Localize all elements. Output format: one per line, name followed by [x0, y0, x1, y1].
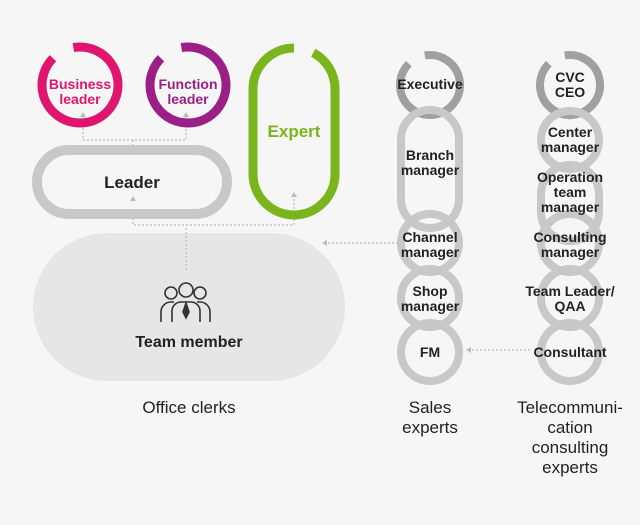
sales-level-shop-manager: Shop manager — [400, 283, 460, 314]
telecom-level-cvc-ceo: CVC CEO — [554, 69, 586, 100]
sales-experts-caption: Sales experts — [402, 398, 458, 437]
telecom-level-team-leader-qaa: Team Leader/ QAA — [525, 283, 615, 314]
team-member-pill — [33, 233, 345, 381]
telecom-level-consulting-manager: Consulting manager — [533, 229, 607, 260]
telecom-level-center-manager: Center manager — [540, 124, 600, 155]
expert-pill — [248, 43, 340, 220]
telecom-chain — [536, 51, 604, 385]
business-leader-ring — [37, 42, 123, 128]
team-people-icon — [160, 282, 211, 322]
function-leader-label: Function leader — [158, 76, 218, 107]
telecom-experts-caption: Telecommuni- cation consulting experts — [517, 398, 623, 477]
sales-level-executive: Executive — [397, 76, 463, 92]
expert-label: Expert — [267, 122, 321, 141]
team-member-label: Team member — [135, 334, 243, 351]
function-leader-ring — [145, 42, 231, 128]
office-clerks-caption: Office clerks — [142, 398, 236, 417]
arrowheads — [80, 112, 471, 353]
business-leader-label: Business leader — [48, 76, 112, 107]
sales-level-branch-manager: Branch manager — [400, 147, 460, 178]
leader-pill — [32, 145, 232, 219]
sales-chain — [396, 51, 464, 385]
sales-level-channel-manager: Channel manager — [400, 229, 460, 260]
telecom-level-operation-team-manager: Operation team manager — [536, 169, 604, 215]
sales-level-fm: FM — [419, 344, 441, 360]
telecom-level-consultant: Consultant — [533, 344, 607, 360]
leader-label: Leader — [104, 173, 160, 192]
